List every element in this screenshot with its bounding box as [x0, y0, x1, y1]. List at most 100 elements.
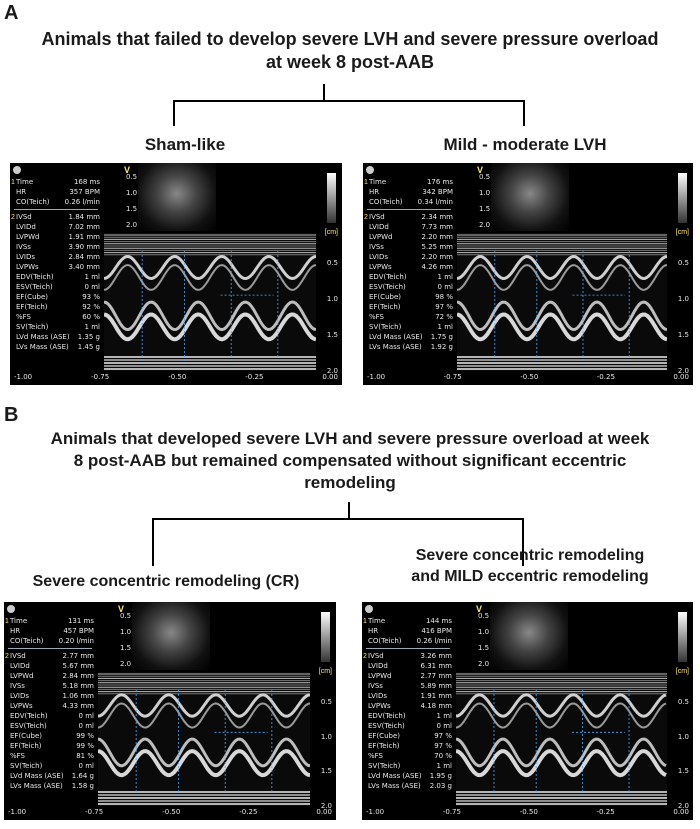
- bmode-depth-tick: 2.0: [479, 221, 491, 229]
- measurement-label: IVSd: [369, 213, 385, 221]
- measurement-label: LVPWd: [16, 233, 40, 241]
- measurement-row: LVs Mass (ASE)2.03 g: [362, 781, 454, 791]
- measurement-label: EF(Teich): [368, 742, 400, 750]
- time-tick: -0.25: [239, 808, 258, 816]
- measurement-label: IVSs: [16, 243, 31, 251]
- measurement-value: 2.20 mm: [421, 233, 453, 241]
- mmode-depth-tick: 0.5: [326, 259, 338, 267]
- depth-unit-label: [cm]: [675, 668, 689, 675]
- mmode-depth-tick: 1.5: [326, 331, 338, 339]
- measurement-row: EDV(Teich)1 ml: [10, 272, 102, 282]
- measurement-value: 5.18 mm: [62, 682, 94, 690]
- bmode-depth-tick: 1.5: [120, 644, 132, 652]
- measurement-row: EF(Cube)99 %: [4, 731, 96, 741]
- measurement-row: EF(Teich)97 %: [362, 741, 454, 751]
- measurement-label: HR: [369, 188, 380, 196]
- panel-b-bracket: [152, 518, 524, 566]
- mmode-depth-tick: 2.0: [677, 802, 689, 810]
- measurement-value: 416 BPM: [421, 627, 452, 635]
- view-label: V: [477, 165, 484, 175]
- time-tick: -0.50: [168, 373, 187, 381]
- measurement-label: LVd Mass (ASE): [368, 772, 422, 780]
- measurement-label: EDV(Teich): [369, 273, 407, 281]
- bmode-depth-tick: 0.5: [479, 173, 491, 181]
- measurement-label: LVd Mass (ASE): [16, 333, 70, 341]
- panel-a-bracket-stem: [323, 84, 325, 102]
- measurement-label: %FS: [369, 313, 384, 321]
- measurement-row: LVd Mass (ASE) 1.95 g: [362, 771, 454, 781]
- table-divider: [8, 648, 92, 649]
- table-header: [10, 163, 102, 177]
- time-tick: -0.25: [596, 808, 615, 816]
- measurement-value: 1.45 g: [77, 343, 100, 351]
- measurement-value: 144 ms: [425, 617, 452, 625]
- view-label: V: [476, 604, 483, 614]
- measurement-value: 5.25 mm: [421, 243, 453, 251]
- system-logo-icon: [365, 605, 373, 613]
- system-logo-icon: [7, 605, 15, 613]
- time-tick: 0.00: [673, 808, 689, 816]
- panel-b-heading-line2: 8 post-AAB but remained compensated with…: [73, 451, 627, 471]
- measurement-label: SV(Teich): [16, 323, 49, 331]
- measurement-value: 1.95 g: [429, 772, 452, 780]
- measurement-row: EDV(Teich)0 ml: [4, 711, 96, 721]
- time-tick: -0.25: [596, 373, 615, 381]
- panel-b-heading: Animals that developed severe LVH and se…: [0, 428, 700, 494]
- measurement-label: LVs Mass (ASE): [369, 343, 422, 351]
- measurement-value: 2.77 mm: [420, 672, 452, 680]
- measurement-label: LVd Mass (ASE): [10, 772, 64, 780]
- measurement-value: 2.84 mm: [68, 253, 100, 261]
- time-tick: -0.75: [442, 808, 461, 816]
- measurement-value: 0.26 l/min: [64, 198, 100, 206]
- measurement-label: ESV(Teich): [16, 283, 53, 291]
- mmode-depth-tick: 1.5: [677, 331, 689, 339]
- measurement-value: 93 %: [82, 293, 100, 301]
- measurement-label: Time: [16, 178, 34, 186]
- table-header: [363, 163, 455, 177]
- measurement-label: %FS: [368, 752, 383, 760]
- panel-a-letter: A: [4, 2, 19, 24]
- mmode-depth-tick: 1.0: [320, 732, 332, 741]
- mmode-depth-tick: 1.0: [326, 295, 338, 303]
- bmode-depth-tick: 1.0: [478, 628, 490, 636]
- panel-a-heading-line2: at week 8 post-AAB: [265, 52, 435, 73]
- measurement-row: LVPWd 1.91 mm: [10, 232, 102, 242]
- measurement-row: EF(Cube)93 %: [10, 292, 102, 302]
- measurement-value: 0 ml: [436, 722, 452, 730]
- measurement-value: 92 %: [82, 303, 100, 311]
- measurement-row: LVs Mass (ASE)1.92 g: [363, 342, 455, 352]
- measurement-label: EDV(Teich): [10, 712, 48, 720]
- measurement-row: CO(Teich)0.20 l/min: [4, 636, 96, 646]
- measurement-value: 5.89 mm: [420, 682, 452, 690]
- measurement-row: CO(Teich)0.26 l/min: [362, 636, 454, 646]
- measurement-label: EDV(Teich): [368, 712, 406, 720]
- time-tick: -0.50: [519, 808, 538, 816]
- measurement-label: CO(Teich): [10, 637, 44, 645]
- measurement-label: IVSs: [10, 682, 25, 690]
- measurement-label: LVPWd: [369, 233, 393, 241]
- measurement-value: 1.91 mm: [68, 233, 100, 241]
- measurement-label: HR: [10, 627, 21, 635]
- mmode-trace: [98, 672, 310, 806]
- measurement-value: 342 BPM: [422, 188, 453, 196]
- measurement-value: 3.40 mm: [68, 263, 100, 271]
- grayscale-bar: [321, 612, 330, 662]
- measurement-value: 1 ml: [437, 323, 453, 331]
- group-number-1: 2: [364, 214, 368, 221]
- measurement-label: CO(Teich): [16, 198, 50, 206]
- measurement-label: LVd Mass (ASE): [369, 333, 423, 341]
